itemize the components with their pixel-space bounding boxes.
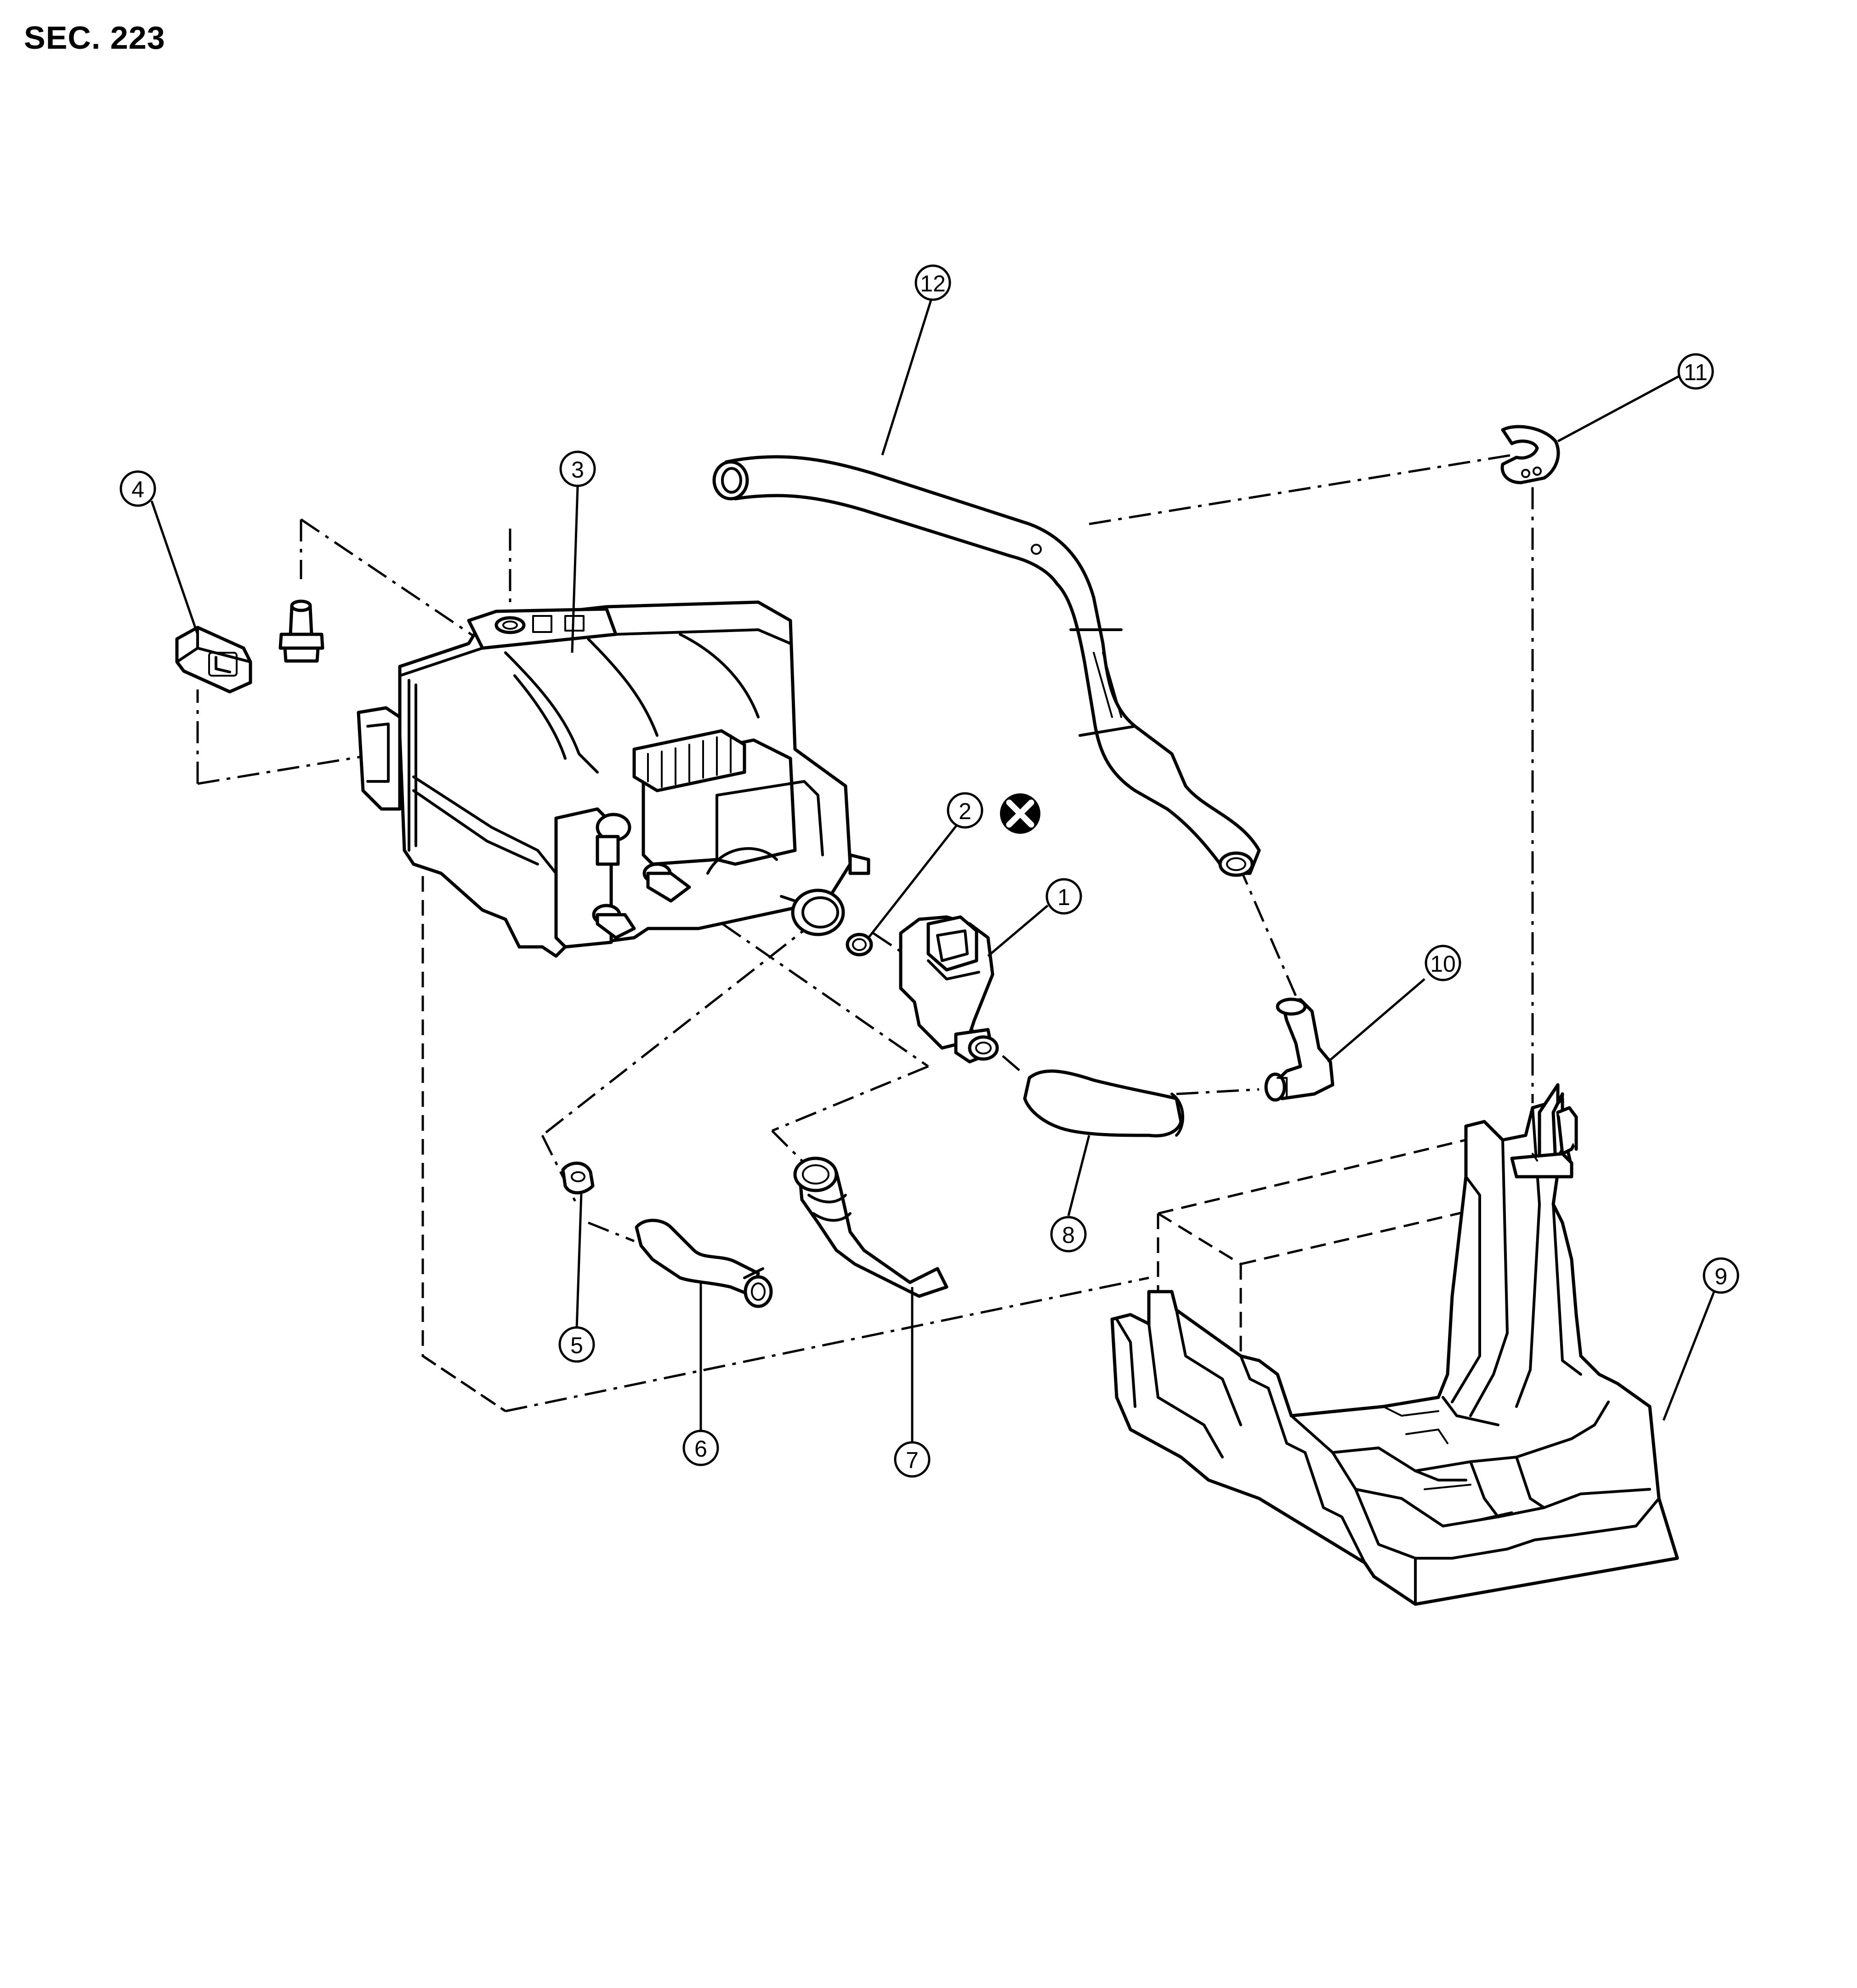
callout-3: 3 [559,450,596,487]
callout-9: 9 [1703,1257,1739,1294]
callout-11: 11 [1677,353,1714,390]
clip [561,1162,595,1195]
callout-label: 5 [570,1333,583,1358]
canister-protector [1110,1083,1679,1606]
hose [1023,1069,1184,1138]
section-label: SEC. 223 [24,20,165,56]
callout-label: 12 [920,271,946,296]
callout-12: 12 [914,264,951,301]
callout-1: 1 [1045,878,1082,915]
callout-10: 10 [1425,945,1461,981]
callout-label: 4 [131,477,144,502]
o-ring [846,933,873,957]
callout-label: 7 [906,1447,919,1473]
clip [1500,425,1560,484]
callout-6: 6 [682,1430,719,1466]
tube-joint [1264,997,1335,1102]
callout-4: 4 [119,470,156,507]
callout-label: 11 [1684,359,1708,385]
callout-2: 2 [947,792,983,829]
callout-label: 6 [694,1436,707,1462]
callout-8: 8 [1050,1216,1087,1253]
callout-label: 3 [571,457,584,483]
callout-label: 10 [1430,951,1456,977]
callout-label: 8 [1062,1222,1075,1248]
x-in-circle-icon [1000,793,1040,834]
callout-5: 5 [558,1326,595,1363]
tube [793,1156,948,1298]
evap-canister [357,600,870,958]
evap-canister-vent-control-valve [899,915,999,1064]
harness-connector [175,626,252,694]
bolt [278,599,324,663]
callout-label: 9 [1715,1264,1727,1289]
leader-lines [150,294,1715,1443]
callout-label: 1 [1057,884,1070,910]
callout-7: 7 [894,1441,931,1478]
drain-filter-hose [712,455,1261,877]
hose [635,1219,773,1308]
callout-label: 2 [959,798,971,824]
